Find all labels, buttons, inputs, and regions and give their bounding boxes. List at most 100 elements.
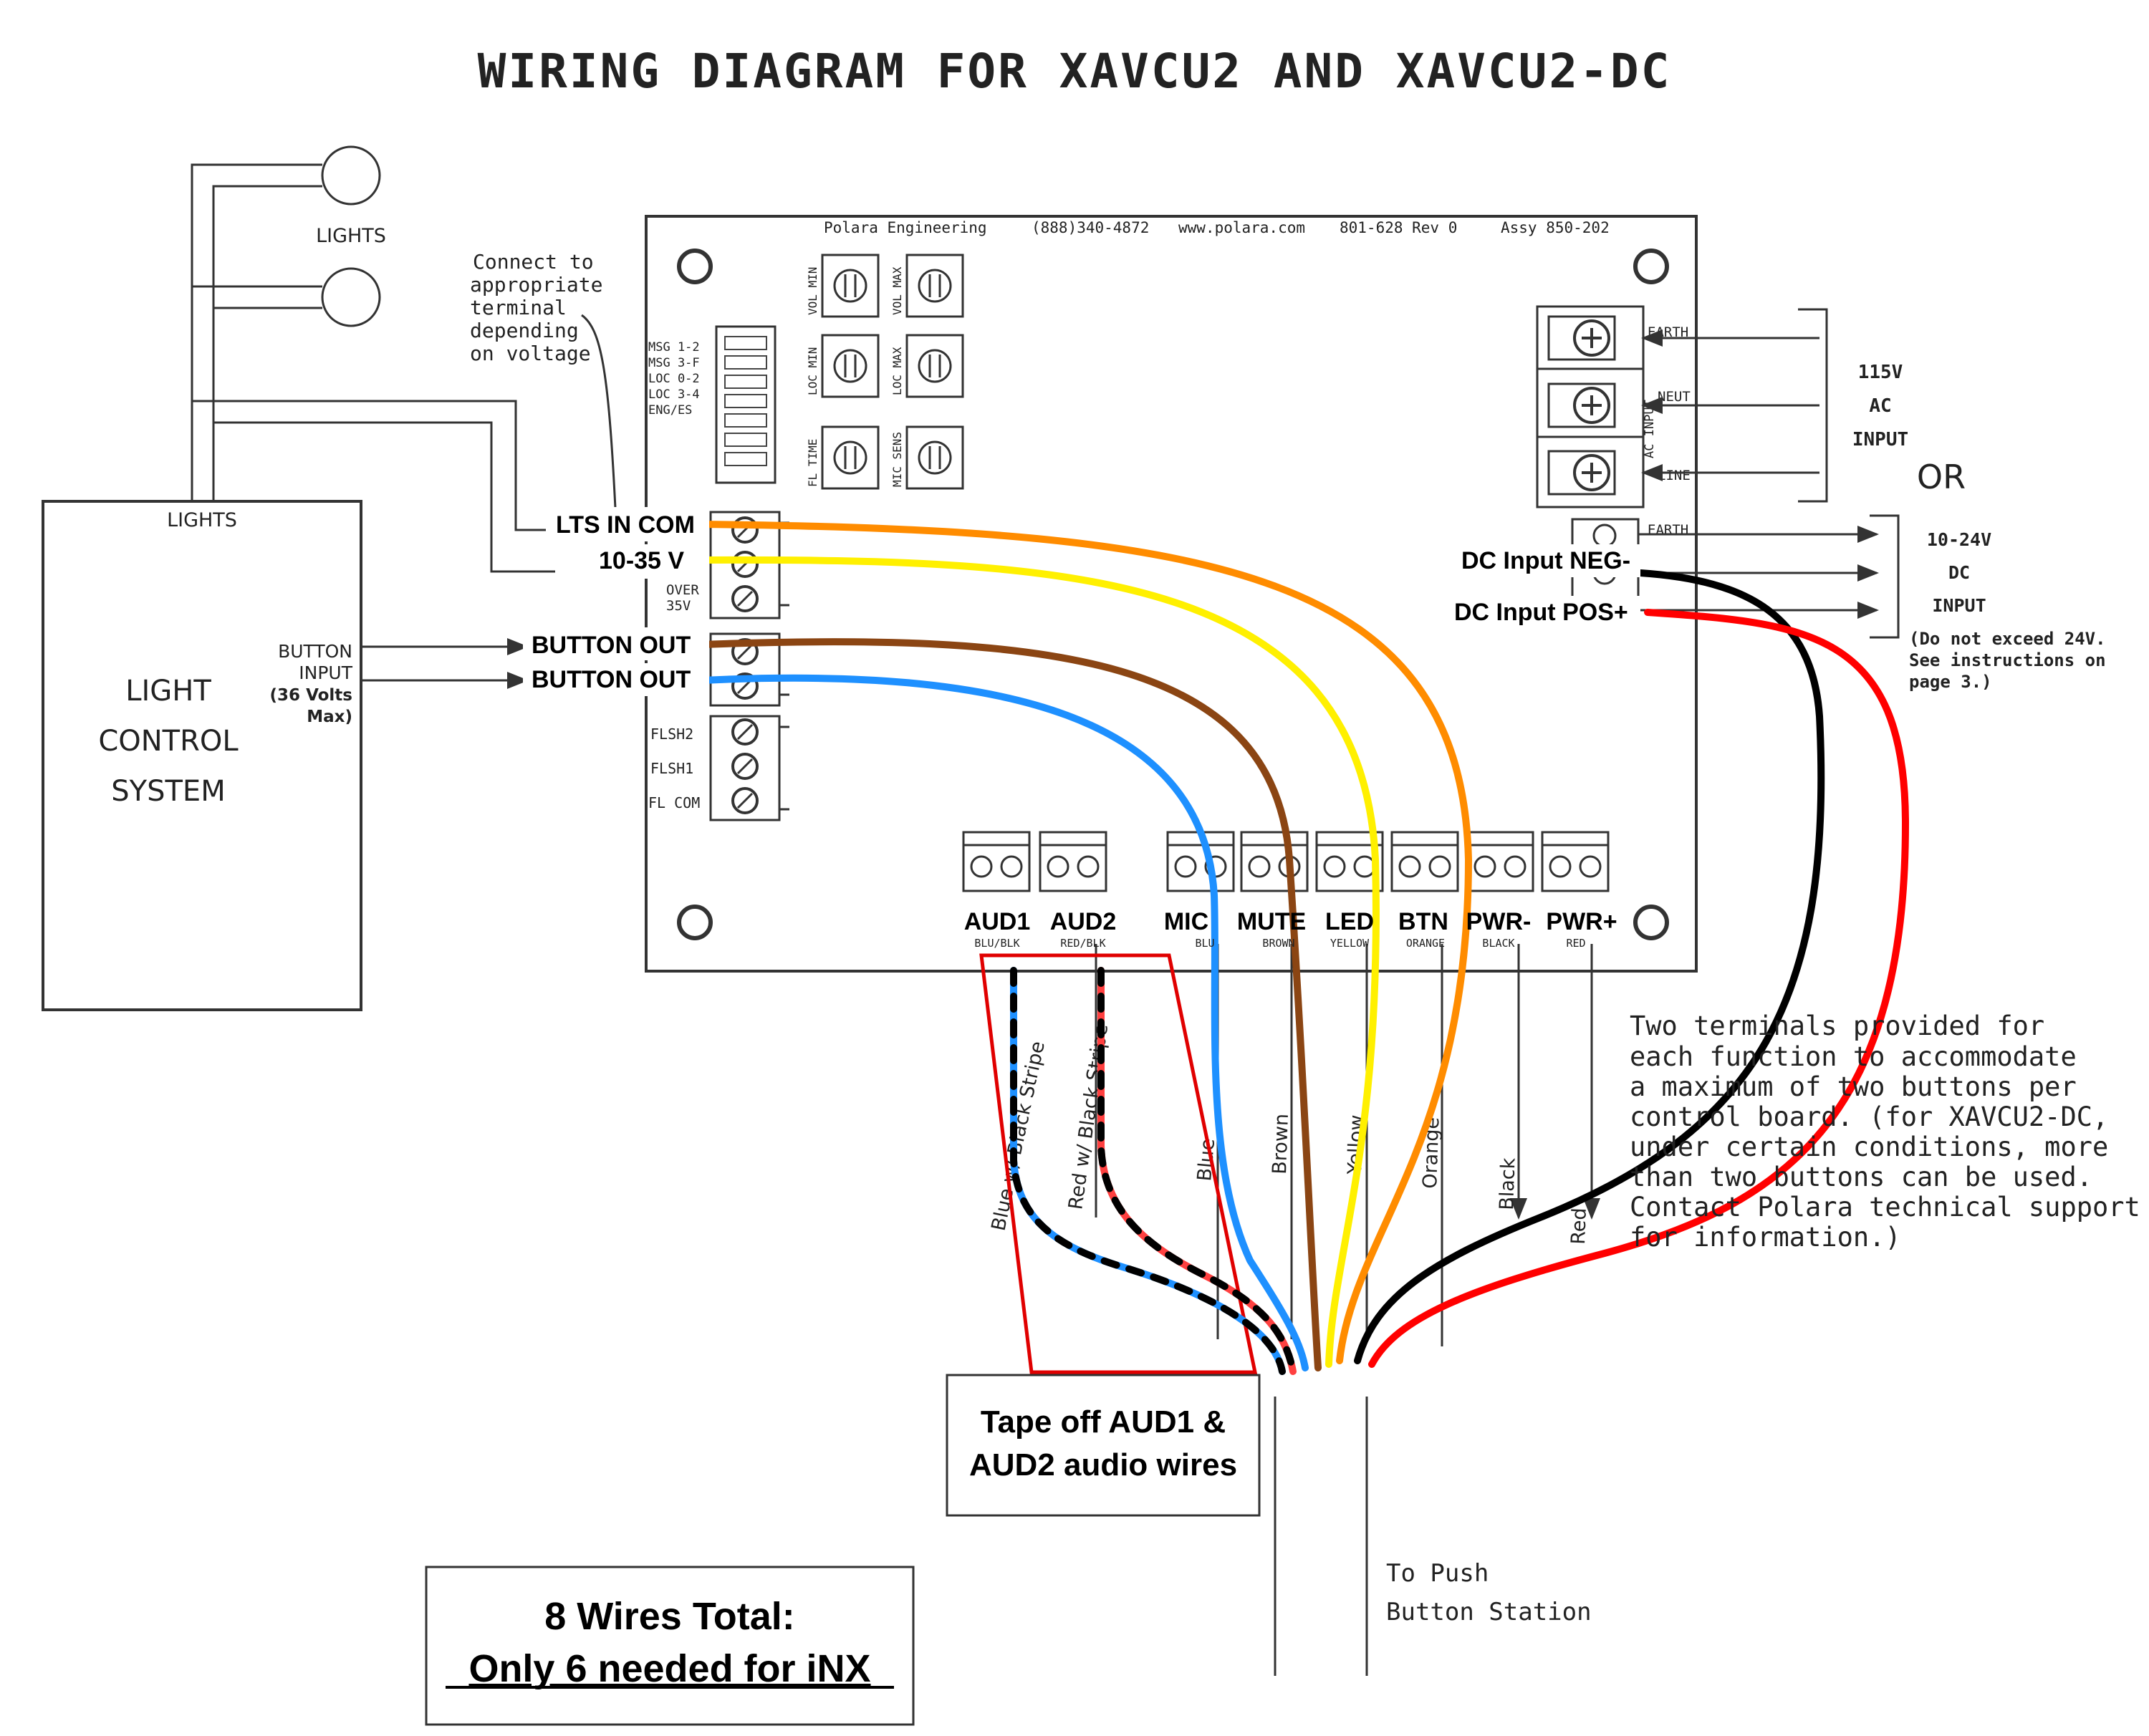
- svg-text:FLSH1: FLSH1: [650, 760, 693, 777]
- dip-switch: MSG 1-2 MSG 3-F LOC 0-2 LOC 3-4 ENG/ES: [648, 325, 777, 484]
- colored-wires: [698, 521, 1910, 1375]
- pot-knob-icon: [833, 269, 867, 303]
- svg-text:BLACK: BLACK: [1482, 937, 1514, 950]
- svg-text:FL TIME: FL TIME: [806, 439, 819, 487]
- svg-text:on voltage: on voltage: [470, 342, 591, 365]
- wire-orange: [698, 521, 1473, 1364]
- svg-text:(888)340-4872: (888)340-4872: [1032, 219, 1149, 236]
- svg-text:MSG 1-2: MSG 1-2: [648, 340, 700, 355]
- screw-icon: [1174, 855, 1197, 878]
- svg-text:DC: DC: [1948, 562, 1970, 583]
- svg-text:See instructions on: See instructions on: [1909, 650, 2106, 670]
- tape-note: Tape off AUD1 & AUD2 audio wires: [946, 1374, 1261, 1517]
- svg-text:AUD2 audio wires: AUD2 audio wires: [969, 1447, 1237, 1482]
- svg-text:YELLOW: YELLOW: [1330, 937, 1370, 950]
- svg-text:VOL MIN: VOL MIN: [806, 267, 819, 315]
- svg-text:LOC MIN: LOC MIN: [806, 347, 819, 395]
- svg-text:Button Station: Button Station: [1386, 1598, 1592, 1626]
- svg-text:www.polara.com: www.polara.com: [1178, 219, 1305, 236]
- svg-text:BLU/BLK: BLU/BLK: [974, 937, 1019, 950]
- terminal-note: Two terminals provided for each function…: [1630, 1011, 2140, 1253]
- screw-icon: [1579, 855, 1602, 878]
- left-terminal-block-3: FLSH2 FLSH1 FL COM: [648, 715, 789, 821]
- svg-text:terminal: terminal: [470, 296, 567, 319]
- left-terminal-block-1: OVER 35V: [666, 511, 789, 619]
- svg-text:MIC SENS: MIC SENS: [890, 432, 904, 487]
- svg-text:than two buttons can be used.: than two buttons can be used.: [1630, 1162, 2092, 1192]
- screw-icon: [1077, 855, 1100, 878]
- svg-text:DC Input NEG-: DC Input NEG-: [1461, 547, 1630, 574]
- wire-yellow: [698, 556, 1380, 1368]
- svg-text:LINE: LINE: [1658, 468, 1691, 483]
- svg-text:FLSH2: FLSH2: [650, 725, 693, 743]
- svg-text:Brown: Brown: [1269, 1113, 1293, 1175]
- pot-loc-min: LOC MIN: [806, 334, 880, 398]
- lead-lines: [1095, 944, 1600, 1676]
- svg-text:MIC: MIC: [1164, 908, 1208, 935]
- svg-text:INPUT: INPUT: [1932, 595, 1986, 616]
- svg-text:Tape off AUD1 &: Tape off AUD1 &: [981, 1404, 1226, 1440]
- svg-text:Max): Max): [307, 708, 352, 726]
- wire-black: [1354, 569, 1825, 1364]
- svg-text:BTN: BTN: [1398, 908, 1448, 935]
- wire-count-note: 8 Wires Total: Only 6 needed for iNX: [425, 1566, 915, 1726]
- light-control-system: LIGHTS LIGHT CONTROL SYSTEM BUTTON INPUT…: [42, 500, 529, 1011]
- svg-text:FL COM: FL COM: [648, 794, 700, 811]
- light-bulb-icon: [321, 145, 381, 206]
- screw-icon: [731, 718, 759, 746]
- pot-knob-icon: [833, 440, 867, 475]
- wire-blue: [698, 674, 1309, 1371]
- screw-icon: [1573, 454, 1610, 491]
- svg-text:BLU: BLU: [1195, 937, 1214, 950]
- connect-note: Connect to appropriate terminal dependin…: [470, 250, 617, 524]
- svg-text:VOL MAX: VOL MAX: [890, 266, 904, 315]
- svg-text:LOC MAX: LOC MAX: [890, 347, 904, 395]
- screw-icon: [1047, 855, 1069, 878]
- wire-color-labels: Blue w/ Black Stripe Red w/ Black Stripe…: [988, 1023, 1591, 1245]
- svg-text:LED: LED: [1325, 908, 1374, 935]
- svg-text:10-35 V: 10-35 V: [599, 547, 684, 574]
- svg-text:10-24V: 10-24V: [1927, 529, 1991, 550]
- screw-icon: [1504, 855, 1527, 878]
- svg-text:under certain conditions, more: under certain conditions, more: [1630, 1132, 2108, 1162]
- svg-text:appropriate: appropriate: [470, 273, 602, 296]
- svg-text:(36 Volts: (36 Volts: [270, 686, 352, 705]
- svg-text:AUD2: AUD2: [1050, 908, 1117, 935]
- potentiometers: VOL MIN VOL MAX LOC MIN LO: [806, 254, 964, 490]
- pot-knob-icon: [918, 349, 952, 383]
- screw-icon: [731, 753, 759, 780]
- svg-text:INPUT: INPUT: [1852, 429, 1908, 450]
- svg-text:Only 6 needed for iNX: Only 6 needed for iNX: [468, 1647, 870, 1690]
- screw-icon: [731, 585, 759, 612]
- left-terminal-labels: LTS IN COM 10-35 V BUTTON OUT BUTTON OUT: [523, 507, 709, 696]
- screw-icon: [731, 551, 759, 578]
- pot-vol-min: VOL MIN: [806, 254, 880, 318]
- terminal-aud1: [962, 831, 1031, 892]
- mount-hole-icon: [677, 905, 713, 940]
- svg-text:page 3.): page 3.): [1909, 672, 1992, 692]
- svg-text:8 Wires Total:: 8 Wires Total:: [544, 1595, 795, 1638]
- svg-text:BROWN: BROWN: [1262, 937, 1294, 950]
- svg-text:To Push: To Push: [1386, 1559, 1489, 1588]
- svg-text:CONTROL: CONTROL: [98, 725, 239, 758]
- pot-fl-time: FL TIME: [806, 425, 880, 490]
- svg-text:Polara Engineering: Polara Engineering: [824, 219, 987, 236]
- diagram-title: WIRING DIAGRAM FOR XAVCU2 AND XAVCU2-DC: [478, 44, 1672, 99]
- svg-text:ORANGE: ORANGE: [1406, 937, 1445, 950]
- screw-icon: [1398, 855, 1421, 878]
- or-label: OR: [1917, 458, 1966, 496]
- svg-text:BUTTON OUT: BUTTON OUT: [532, 632, 691, 659]
- svg-text:Contact Polara technical suppo: Contact Polara technical support: [1630, 1192, 2140, 1223]
- screw-icon: [731, 672, 759, 700]
- wire-brown: [698, 638, 1322, 1371]
- svg-text:(Do not exceed 24V.: (Do not exceed 24V.: [1909, 629, 2106, 649]
- bottom-terminal-labels: AUD1 BLU/BLK AUD2 RED/BLK MIC BLU MUTE B…: [964, 908, 1617, 950]
- svg-text:AC INPUT: AC INPUT: [1643, 400, 1657, 458]
- screw-icon: [1248, 855, 1271, 878]
- screw-icon: [1428, 855, 1451, 878]
- pot-knob-icon: [918, 269, 952, 303]
- svg-text:RED/BLK: RED/BLK: [1060, 937, 1105, 950]
- svg-text:LIGHTS: LIGHTS: [167, 509, 237, 531]
- board-header: Polara Engineering (888)340-4872 www.pol…: [824, 219, 1610, 236]
